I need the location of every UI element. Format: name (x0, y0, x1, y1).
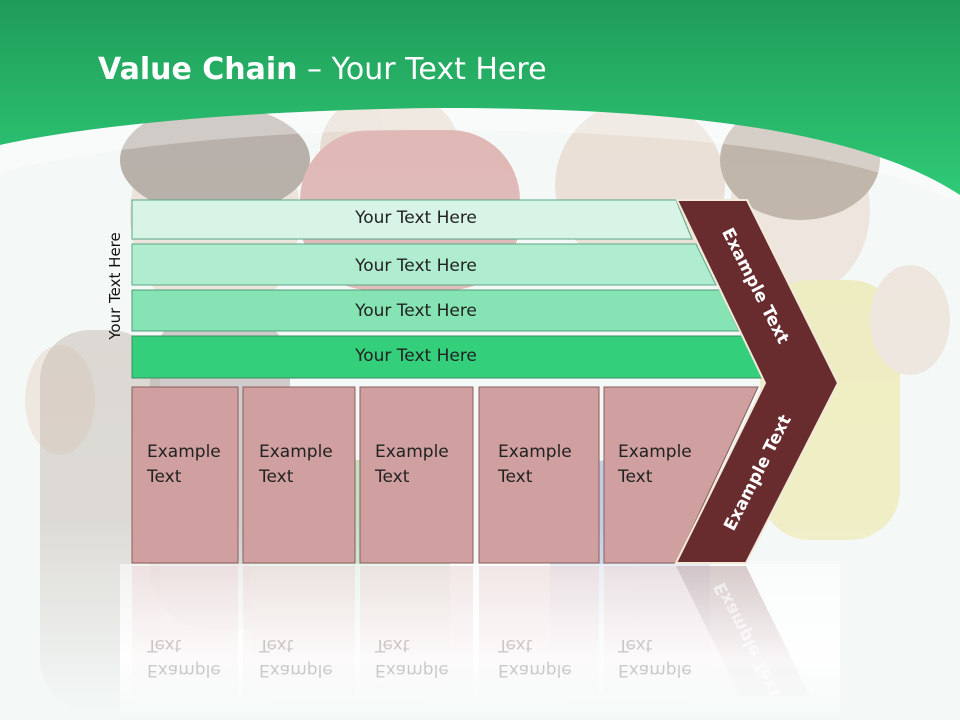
activity-label: Example Text (375, 442, 449, 487)
slide-title: Value Chain – Your Text Here (98, 52, 547, 87)
activity-box-2 (242, 386, 356, 564)
activity-label-reflection: Example Text (375, 635, 449, 680)
activity-label: Example Text (147, 442, 221, 487)
activity-label: Example Text (498, 442, 572, 487)
activity-box-1 (131, 386, 239, 564)
activity-label: Example Text (618, 442, 692, 487)
activity-label: Example Text (259, 442, 333, 487)
title-bold: Value Chain (98, 52, 298, 87)
title-rest: – Your Text Here (297, 52, 547, 87)
support-row-label: Your Text Here (355, 256, 477, 276)
activity-box-3 (359, 386, 474, 564)
support-row-1 (131, 199, 693, 240)
support-row-label: Your Text Here (355, 346, 477, 366)
activity-label-reflection: Example Text (498, 635, 572, 680)
support-row-label: Your Text Here (355, 208, 477, 228)
activity-label-reflection: Example Text (147, 635, 221, 680)
activity-box-4 (478, 386, 600, 564)
margin-chevron (674, 199, 840, 564)
activity-label-reflection: Example Text (259, 635, 333, 680)
activity-label-reflection: Example Text (618, 635, 692, 680)
support-row-2 (131, 243, 717, 286)
support-row-label: Your Text Here (355, 301, 477, 321)
header-band (0, 0, 960, 200)
